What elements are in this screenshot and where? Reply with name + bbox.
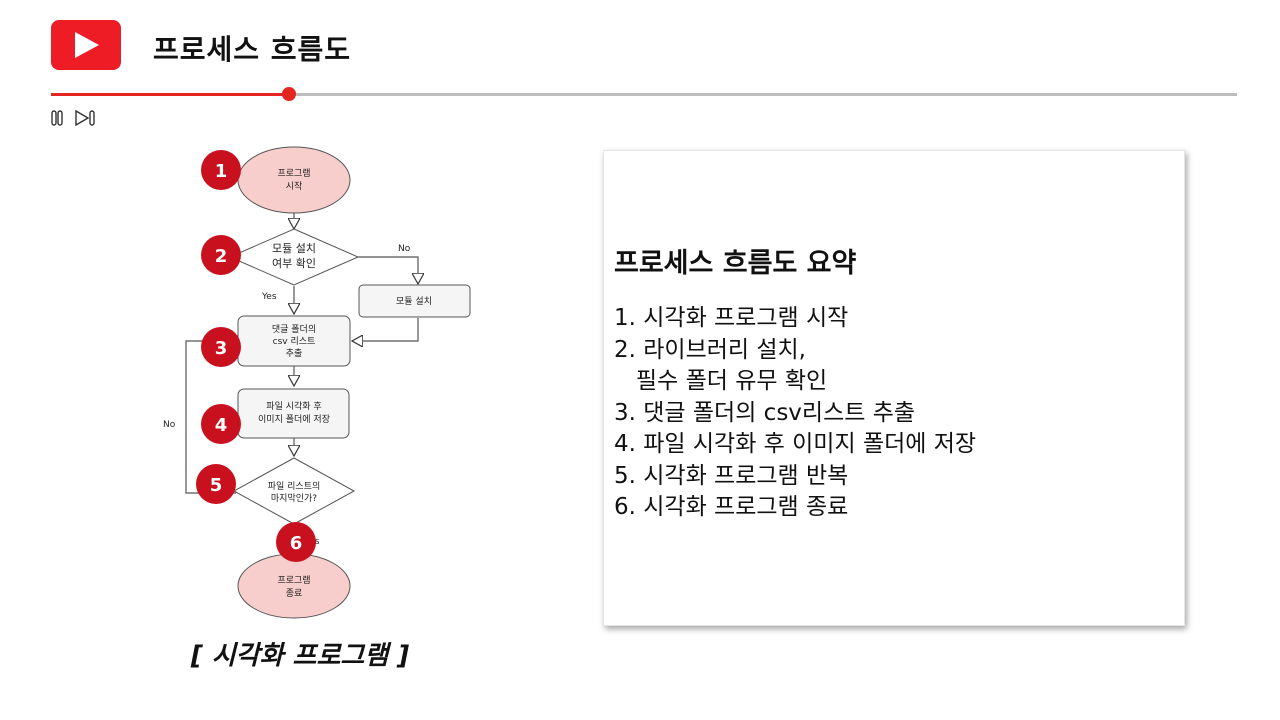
save-node [237,388,350,439]
summary-item: 4. 파일 시각화 후 이미지 폴더에 저장 [614,431,977,457]
summary-list: 1. 시각화 프로그램 시작 2. 라이브러리 설치, 필수 폴더 유무 확인 … [614,303,976,524]
extract-text-3: 추출 [286,348,303,359]
marker-1 [201,150,241,190]
marker-5-label: 5 [210,475,223,496]
end-node [237,553,351,619]
marker-2-label: 2 [215,246,228,267]
label-yes-1: Yes [261,292,277,302]
end-text-1: 프로그램 [277,574,310,586]
label-no-2: No [163,420,176,430]
summary-title: 프로세스 흐름도 요약 [614,248,857,279]
extract-text-1: 댓글 폴더의 [272,324,316,335]
label-no-1: No [398,244,411,254]
extract-text-2: csv 리스트 [273,336,316,347]
summary-item: 3. 댓글 폴더의 csv리스트 추출 [614,399,916,426]
summary-item: 6. 시각화 프로그램 종료 [614,494,849,520]
progress-fill [51,93,290,96]
summary-item: 필수 폴더 유무 확인 [614,368,828,394]
install-text: 모듈 설치 [396,295,432,307]
skip-next-icon[interactable] [74,109,100,127]
decision1-node [228,228,360,286]
flowchart-caption: [ 시각화 프로그램 ] [190,641,410,671]
start-text-1: 프로그램 [277,167,310,179]
end-text-2: 종료 [286,588,303,599]
summary-panel: 프로세스 흐름도 요약 1. 시각화 프로그램 시작 2. 라이브러리 설치, … [603,150,1185,626]
marker-1-label: 1 [215,161,228,182]
flowchart: 프로그램 시작 모듈 설치 여부 확인 모듈 설치 댓글 폴더의 csv 리스트… [163,146,471,619]
edge-install-extract [352,318,419,341]
progress-knob[interactable] [282,87,297,101]
summary-item: 5. 시각화 프로그램 반복 [614,462,849,489]
marker-4 [201,404,241,444]
marker-3-label: 3 [215,338,228,359]
decision1-text-1: 모듈 설치 [272,242,316,255]
marker-2 [201,235,241,275]
save-text-1: 파일 시각화 후 [266,400,321,412]
marker-6 [276,522,316,562]
marker-3 [201,327,241,367]
play-triangle-icon [75,32,99,58]
marker-6-label: 6 [290,533,303,554]
start-node [237,146,351,214]
page-title: 프로세스 흐름도 [153,33,352,66]
start-text-2: 시작 [286,181,303,192]
pause-icon[interactable] [50,109,66,127]
summary-item: 1. 시각화 프로그램 시작 [614,305,849,331]
summary-item: 2. 라이브러리 설치, [614,336,806,363]
marker-5 [196,464,236,504]
decision2-text-1: 파일 리스트의 [268,481,321,492]
play-logo-icon [51,20,121,70]
save-text-2: 이미지 폴더에 저장 [258,414,330,425]
decision2-text-2: 마지막인가? [271,493,317,504]
progress-bar[interactable] [51,87,1237,101]
marker-4-label: 4 [215,415,228,436]
decision1-text-2: 여부 확인 [272,257,316,270]
edge-decision1-install [358,256,418,284]
install-node [358,284,471,318]
